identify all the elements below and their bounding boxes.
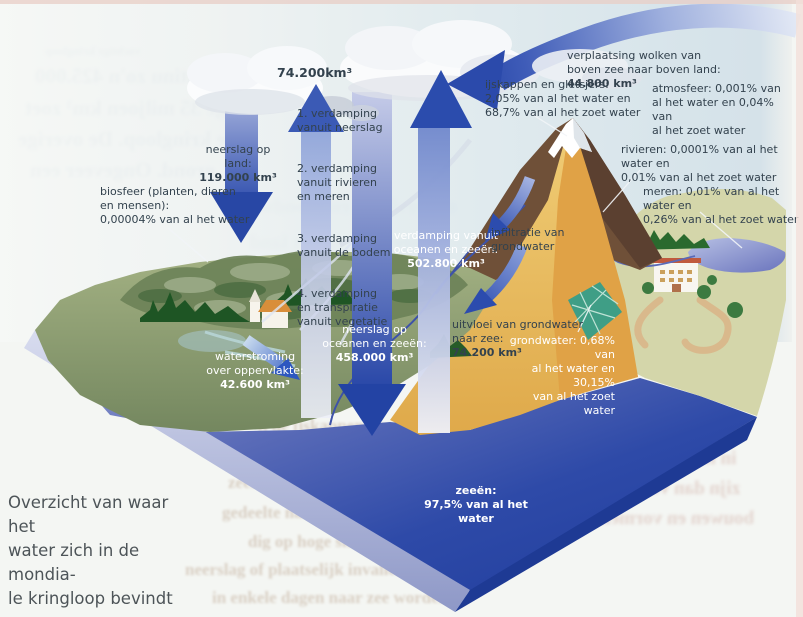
arrow-infiltratie	[485, 176, 536, 241]
label-meren: meren: 0,01% van al het water en 0,26% v…	[643, 185, 799, 227]
list-item-verdamping-2: 2. verdamping vanuit rivieren en meren	[297, 162, 378, 204]
tree-line	[636, 230, 710, 250]
bleed-text: dig op hoge sne	[248, 532, 359, 551]
bleed-text: in enkele dagen naar zee worden	[212, 588, 449, 607]
label-ijskappen-gletsjers: ijskappen en gletsjers: 2,05% van al het…	[485, 78, 641, 120]
arrow-verdamping-oceanen	[410, 70, 472, 433]
label-neerslag-land-value: 119.000 km³	[199, 171, 277, 185]
label-neerslag-oceanen-text: neerslag op oceanen en zeeën:	[322, 323, 427, 351]
arrow-verplaatsing-wolken	[447, 3, 802, 110]
label-verdamping-lijst: 1. verdamping vanuit neerslag 2. verdamp…	[297, 93, 392, 356]
footpath	[634, 296, 664, 349]
label-atmosfeer: atmosfeer: 0,001% van al het water en 0,…	[652, 82, 781, 138]
label-verdamping-oceanen-value: 502.800 km³	[407, 257, 485, 271]
label-uitvloei-value: 74.200 km³	[452, 346, 522, 360]
label-neerslag-land-text: neerslag op land:	[205, 143, 271, 171]
arrow-uitvloei	[464, 244, 528, 314]
label-neerslag-oceanen: neerslag op oceanen en zeeën: 458.000 km…	[322, 309, 427, 379]
arrow-verdamping-land	[288, 84, 344, 418]
label-uitvloei-text: uitvloei van grondwater naar zee:	[452, 318, 583, 346]
label-neerslag-op-land: neerslag op land: 119.000 km³	[198, 129, 278, 199]
label-neerslag-oceanen-value: 458.000 km³	[335, 351, 414, 365]
tree-silhouette	[140, 292, 250, 322]
footpath	[681, 296, 732, 354]
arrow-neerslag-op-oceanen	[338, 92, 406, 436]
label-verdamping-oceanen: verdamping vanuit oceanen en zeeën: 502.…	[391, 215, 501, 285]
sea-block-front-face	[455, 417, 757, 612]
label-waterstroming: waterstroming over oppervlakte: 42.600 k…	[201, 336, 309, 406]
leader-lines	[167, 112, 743, 333]
label-grondwater: grondwater: 0,68% van al het water en 30…	[509, 334, 615, 418]
label-verplaatsing-value: 44.800 km³	[567, 77, 637, 91]
label-rivieren: rivieren: 0,0001% van al het water en 0,…	[621, 143, 778, 185]
label-waterstroming-text: waterstroming over oppervlakte:	[206, 350, 304, 378]
label-biosfeer: biosfeer (planten, dieren en mensen): 0,…	[100, 185, 250, 227]
label-infiltratie: infiltratie van grondwater	[491, 226, 565, 254]
pond	[178, 330, 246, 352]
list-item-verdamping-4: 4. verdamping en transpiratie vanuit veg…	[297, 286, 388, 329]
surface-stream	[204, 330, 286, 354]
sand-cross-section-right	[552, 122, 638, 400]
snow-cap-shade	[573, 118, 592, 152]
label-zeeen: zeeën: 97,5% van al het water	[424, 484, 528, 526]
lake	[688, 238, 786, 273]
label-verdamping-land-totaal: 74.200km³	[277, 65, 353, 80]
figure-caption: Overzicht van waar het water zich in de …	[8, 493, 173, 617]
cloud-left	[187, 46, 379, 121]
list-item-verdamping-1: 1. verdamping vanuit neerslag	[297, 107, 383, 135]
hotel-building	[651, 258, 701, 292]
scan-edge-right	[796, 0, 803, 617]
arrow-waterstroming	[242, 335, 300, 380]
cloud-right-puff	[582, 67, 642, 89]
label-verplaatsing-text: verplaatsing wolken van boven zee naar b…	[567, 49, 721, 77]
label-waterstroming-value: 42.600 km³	[220, 378, 290, 392]
scan-edge-top	[0, 0, 803, 4]
label-verplaatsing-wolken: verplaatsing wolken van boven zee naar b…	[567, 35, 727, 105]
mountain-shadow	[573, 118, 662, 268]
label-uitvloei: uitvloei van grondwater naar zee: 74.200…	[452, 304, 602, 374]
label-verdamping-oceanen-text: verdamping vanuit oceanen en zeeën:	[393, 229, 499, 257]
list-item-verdamping-3: 3. verdamping vanuit de bodem	[297, 231, 391, 259]
